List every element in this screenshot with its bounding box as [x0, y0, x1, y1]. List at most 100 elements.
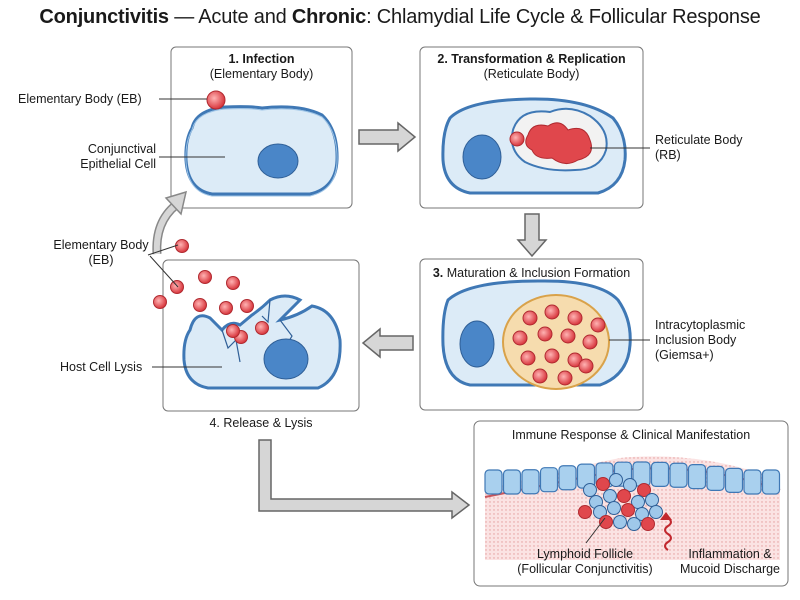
- inclusion-eb: [582, 334, 598, 350]
- epithelial-cell: [687, 464, 707, 490]
- released-eb: [226, 276, 240, 290]
- epithelial-cell: [558, 465, 577, 491]
- follicle-eb: [641, 517, 655, 531]
- inclusion-eb: [544, 348, 560, 364]
- epithelial-cell: [669, 462, 688, 488]
- label-inflammation: Inflammation & Mucoid Discharge: [674, 547, 786, 577]
- label-host-lysis-text: Host Cell Lysis: [60, 360, 143, 374]
- discharge-squiggle: [664, 517, 672, 551]
- title-bold-1: Conjunctivitis: [39, 6, 169, 28]
- lymphocyte: [649, 505, 663, 519]
- immune-tissue: [484, 456, 781, 560]
- label-rb-line1: Reticulate Body: [655, 133, 743, 147]
- label-inclusion-line3: (Giemsa+): [655, 348, 714, 362]
- transformation-cell: [441, 97, 627, 195]
- label-host-lysis: Host Cell Lysis: [60, 360, 142, 375]
- title-part-2: — Acute and: [168, 6, 292, 28]
- label-epithelial-line1: Conjunctival: [87, 142, 156, 156]
- released-eb: [240, 299, 254, 313]
- rb-body: [525, 122, 592, 164]
- label-follicle-line1: Lymphoid Follicle: [536, 547, 634, 561]
- label-follicle-line2: (Follicular Conjunctivitis): [517, 562, 653, 576]
- inclusion-eb: [590, 317, 606, 333]
- infection-subtitle: (Elementary Body): [209, 67, 314, 81]
- lymphocyte: [623, 478, 637, 492]
- inclusion-eb: [557, 370, 573, 386]
- panel-title-maturation: 3. Maturation & Inclusion Formation: [420, 266, 643, 281]
- lymphocyte: [645, 493, 659, 507]
- panel-title-immune: Immune Response & Clinical Manifestation: [474, 428, 788, 443]
- released-eb: [175, 239, 189, 253]
- label-inclusion-line1: Intracytoplasmic: [655, 318, 746, 332]
- nucleus-maturation: [459, 320, 495, 368]
- follicle-eb: [596, 477, 610, 491]
- leader-follicle: [585, 517, 606, 544]
- transformation-title: 2. Transformation & Replication: [437, 52, 626, 66]
- immune-title: Immune Response & Clinical Manifestation: [511, 428, 751, 442]
- inclusion-ebs: [512, 304, 606, 386]
- lymphoid-follicle: [578, 473, 663, 531]
- released-eb: [219, 301, 233, 315]
- panel-title-transformation: 2. Transformation & Replication (Reticul…: [420, 52, 643, 82]
- epithelial-cell: [521, 469, 540, 495]
- title-bold-2: Chronic: [291, 6, 367, 28]
- epithelial-cell: [502, 469, 522, 495]
- inclusion-eb: [567, 310, 583, 326]
- panel-caption-release: 4. Release & Lysis: [163, 416, 359, 431]
- epithelial-cell: [539, 467, 559, 493]
- lymphocyte: [607, 501, 621, 515]
- inclusion-eb: [544, 304, 560, 320]
- epithelium-layer: [484, 461, 781, 495]
- follicle-eb: [621, 503, 635, 517]
- follicle-eb: [637, 483, 651, 497]
- released-eb: [255, 321, 269, 335]
- label-eb-left-line2: (EB): [88, 253, 114, 267]
- eb-entering: [206, 90, 226, 110]
- leader-eb-left-2: [149, 255, 179, 288]
- label-epithelial-cell: Conjunctival Epithelial Cell: [56, 142, 156, 172]
- lymphocyte: [603, 489, 617, 503]
- follicle-eb: [578, 505, 592, 519]
- label-rb-line2: (RB): [655, 148, 681, 162]
- epithelial-cell: [484, 469, 503, 495]
- panel-title-infection: 1. Infection (Elementary Body): [171, 52, 352, 82]
- released-ebs: [153, 239, 269, 344]
- maturation-cell: [441, 279, 632, 390]
- transformation-subtitle: (Reticulate Body): [483, 67, 580, 81]
- follicle-eb: [617, 489, 631, 503]
- lymphocyte: [583, 483, 597, 497]
- released-eb: [226, 324, 240, 338]
- label-eb-top: Elementary Body (EB): [18, 92, 142, 107]
- diagram-title: Conjunctivitis — Acute and Chronic: Chla…: [0, 6, 800, 29]
- leader-eb-left-1: [147, 244, 179, 256]
- label-eb-top-text: Elementary Body (EB): [18, 92, 142, 106]
- nucleus-release: [263, 338, 309, 380]
- rb-eb: [509, 131, 525, 147]
- lymphocyte: [613, 515, 627, 529]
- inclusion-eb: [522, 310, 538, 326]
- lymphocyte: [609, 473, 623, 487]
- arrow-transformation-to-maturation: [516, 213, 548, 258]
- infection-title: 1. Infection: [228, 52, 295, 66]
- label-inclusion: Intracytoplasmic Inclusion Body (Giemsa+…: [655, 318, 745, 363]
- label-follicle: Lymphoid Follicle (Follicular Conjunctiv…: [500, 547, 670, 577]
- title-part-4: : Chlamydial Life Cycle & Follicular Res…: [366, 6, 761, 28]
- inclusion-eb: [532, 368, 548, 384]
- label-eb-left-line1: Elementary Body: [53, 238, 149, 252]
- arrow-infection-to-transformation: [358, 121, 417, 153]
- inclusion-eb: [520, 350, 536, 366]
- label-rb: Reticulate Body (RB): [655, 133, 743, 163]
- released-eb: [198, 270, 212, 284]
- maturation-title-rest: Maturation & Inclusion Formation: [443, 266, 631, 280]
- released-eb: [170, 280, 184, 294]
- released-eb: [153, 295, 167, 309]
- infection-cell: [184, 105, 339, 197]
- maturation-title-num: 3.: [432, 266, 444, 280]
- epithelial-cell: [650, 461, 670, 487]
- epithelial-cell: [743, 469, 762, 495]
- lymphocyte: [627, 517, 641, 531]
- label-inflam-line1: Inflammation &: [688, 547, 772, 561]
- arrow-release-to-immune: [258, 439, 471, 520]
- arrow-maturation-to-release: [361, 327, 414, 359]
